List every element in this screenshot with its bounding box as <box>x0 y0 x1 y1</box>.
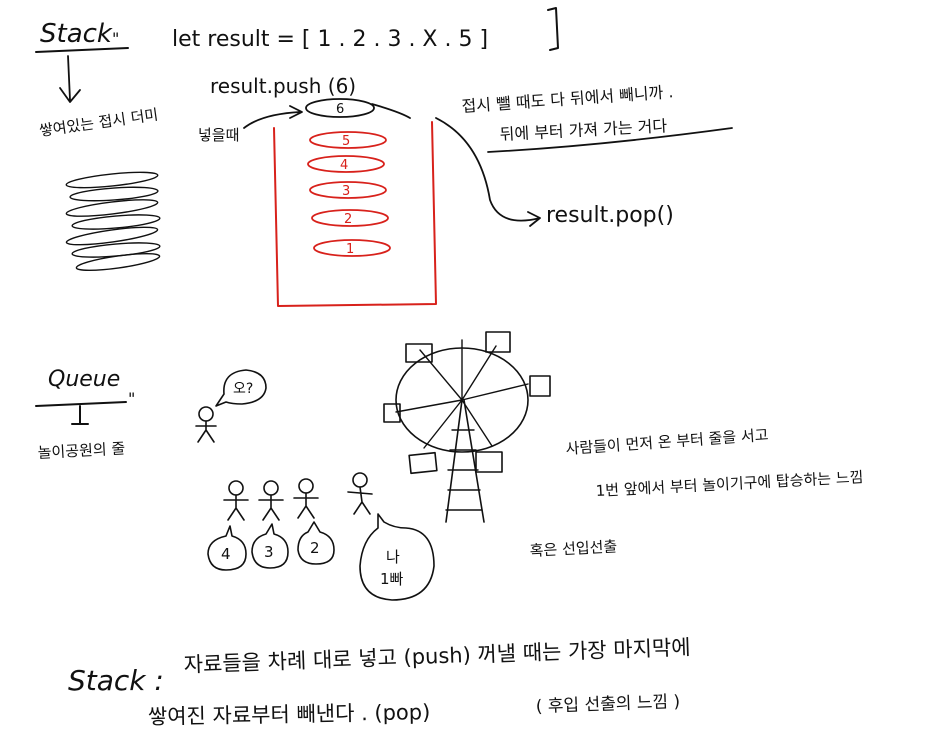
plate-4 <box>307 155 385 173</box>
queue-title-quote: " <box>128 389 135 408</box>
number-bubbles: 4 3 2 나 1빠 <box>207 513 435 601</box>
bubble-4 <box>207 525 247 571</box>
queue-section: Queue " 놀이공원의 줄 오? <box>35 331 864 601</box>
ferris-wheel-sketch <box>383 331 551 523</box>
speech-text: 오? <box>233 381 253 397</box>
summary-section: Stack : 자료들을 차례 대로 넣고 (push) 꺼낼 때는 가장 마지… <box>68 635 691 729</box>
bubble-3 <box>251 523 289 569</box>
plate-3-label: 3 <box>342 184 350 199</box>
person-1 <box>347 472 373 515</box>
stack-section: Stack " 쌓여있는 접시 더미 let result = [ 1 . 2 … <box>35 7 733 307</box>
result-array-code: let result = [ 1 . 2 . 3 . X . 5 ] <box>172 27 488 52</box>
plate-pile-sketch <box>65 171 161 272</box>
queue-people <box>223 472 373 521</box>
stack-down-arrow <box>59 55 81 103</box>
stack-title-underline <box>35 47 129 53</box>
bubble-4-label: 4 <box>221 545 231 563</box>
red-plates: 5 4 3 2 1 <box>307 131 391 257</box>
push-label: 넣을때 <box>198 126 239 144</box>
plate-6-tail <box>371 103 411 119</box>
fifo-note: 혹은 선입선출 <box>529 537 617 560</box>
plate-1 <box>313 239 391 257</box>
summary-label: Stack : <box>68 664 164 697</box>
bubble-1-bottom: 1빠 <box>380 570 404 588</box>
queue-title-underline <box>35 401 127 425</box>
stack-explain-line1: 접시 뺄 때도 다 뒤에서 빼니까 . <box>461 82 674 116</box>
plate-6 <box>305 98 375 118</box>
summary-line2: 쌓여진 자료부터 빼낸다 . (pop) <box>148 700 431 729</box>
person-3 <box>258 480 284 521</box>
bubble-1-big <box>359 513 435 601</box>
queue-explain-line1: 사람들이 먼저 온 부터 줄을 서고 <box>565 426 769 458</box>
plate-5 <box>309 131 387 149</box>
person-4 <box>223 480 249 521</box>
bubble-2 <box>297 521 335 565</box>
plate-1-label: 1 <box>346 242 354 257</box>
stack-title: Stack <box>40 19 113 49</box>
bubble-1-top: 나 <box>386 548 400 566</box>
stack-title-quote: " <box>112 29 119 48</box>
stack-explain-underline <box>487 127 733 153</box>
bubble-3-label: 3 <box>264 543 274 561</box>
lifo-note: ( 후입 선출의 느낌 ) <box>535 692 680 717</box>
queue-title: Queue <box>48 367 120 392</box>
person-2 <box>293 478 319 519</box>
pop-arrow <box>435 117 541 227</box>
push-call: result.push (6) <box>210 74 356 98</box>
summary-line1: 자료들을 차례 대로 넣고 (push) 꺼낼 때는 가장 마지막에 <box>183 635 691 677</box>
array-bracket-scribble <box>547 7 559 51</box>
plate-2-label: 2 <box>344 212 352 227</box>
bubble-2-label: 2 <box>310 539 320 557</box>
plate-2 <box>311 209 389 227</box>
plate-5-label: 5 <box>342 134 350 149</box>
speech-bubble <box>215 369 267 407</box>
plate-3 <box>309 181 387 199</box>
stack-desc: 쌓여있는 접시 더미 <box>38 105 159 140</box>
stack-container <box>273 121 437 307</box>
push-arrow <box>243 105 303 129</box>
plate-4-label: 4 <box>340 158 348 173</box>
queue-explain-line2: 1번 앞에서 부터 놀이기구에 탑승하는 느낌 <box>595 468 864 500</box>
queue-desc: 놀이공원의 줄 <box>37 439 125 462</box>
curious-person: 오? <box>195 369 267 443</box>
pop-call: result.pop() <box>546 203 674 228</box>
plate-6-label: 6 <box>336 102 344 117</box>
